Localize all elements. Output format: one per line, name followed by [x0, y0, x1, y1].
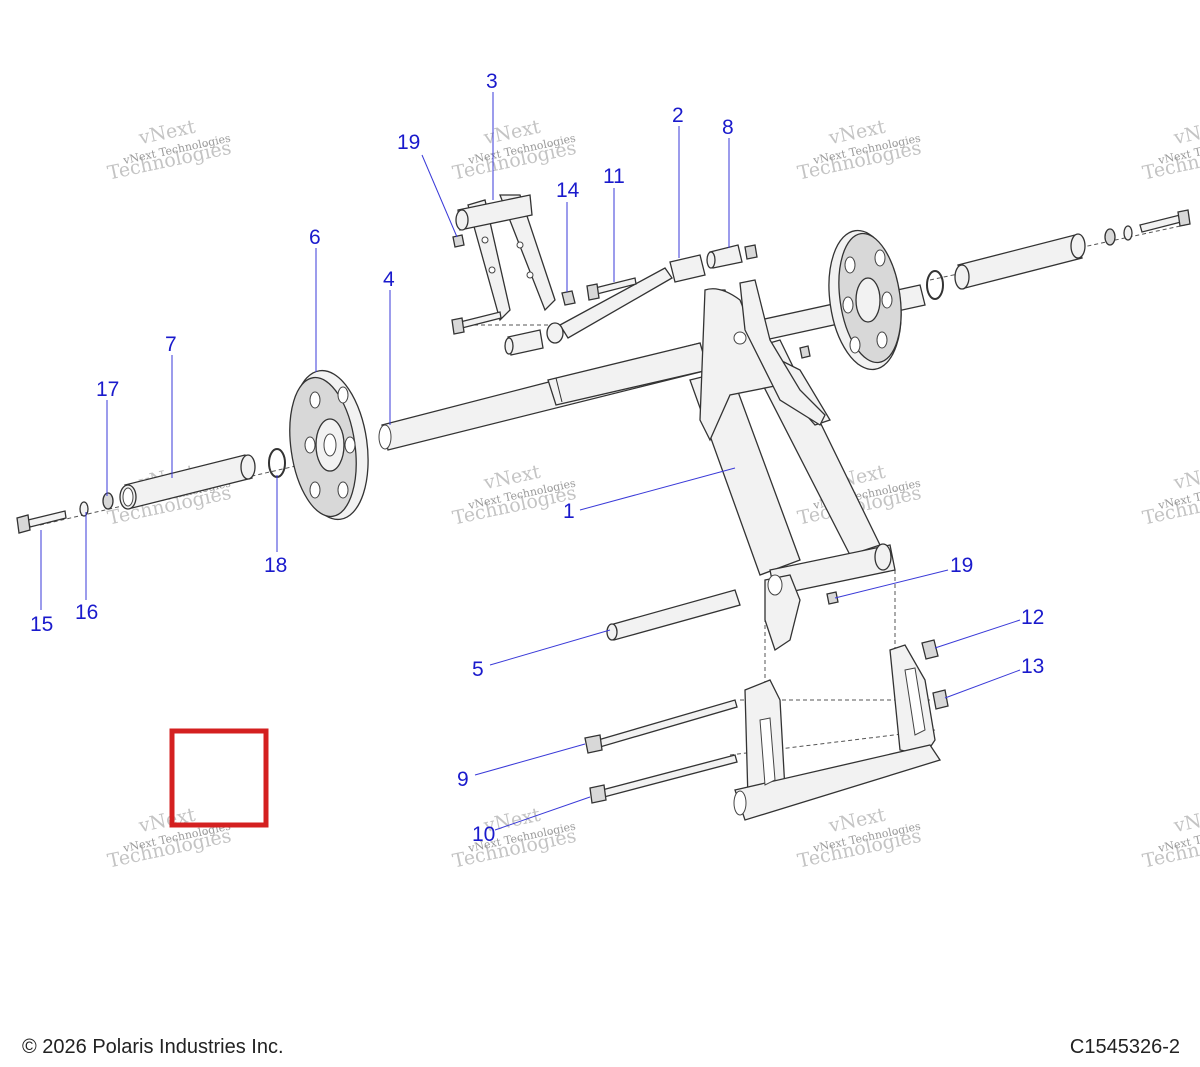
part-spacer-right[interactable] — [954, 233, 1086, 290]
part-lower-bracket[interactable] — [764, 574, 801, 652]
copyright-notice: © 2026 Polaris Industries Inc. — [22, 1036, 284, 1058]
part-wheel-6[interactable] — [282, 366, 378, 525]
highlight-box — [169, 728, 269, 828]
part-nut-12[interactable] — [921, 639, 939, 660]
callout-19-top: 19 — [397, 131, 420, 154]
watermark-text: vNext — [1171, 116, 1200, 150]
watermark-text: vNext — [1171, 461, 1200, 495]
callout-6: 6 — [309, 226, 321, 249]
part-bolt-15[interactable] — [16, 209, 1191, 534]
part-washer-17[interactable] — [102, 228, 1116, 510]
document-id: C1545326-2 — [1069, 1036, 1180, 1058]
part-bolt-9[interactable] — [584, 699, 738, 754]
part-spacer-7[interactable] — [119, 454, 256, 510]
part-nut-19[interactable] — [452, 234, 839, 605]
callout-12: 12 — [1021, 606, 1044, 629]
part-bolt-11[interactable] — [451, 277, 637, 335]
part-swing-arm-1[interactable] — [689, 279, 896, 596]
part-cross-link-2[interactable] — [546, 254, 706, 344]
watermark-text: vNext — [1171, 804, 1200, 838]
callout-13: 13 — [1021, 655, 1044, 678]
part-bushing-8[interactable] — [504, 244, 743, 356]
callout-5: 5 — [472, 658, 484, 681]
part-nut-13[interactable] — [932, 689, 949, 710]
callout-14: 14 — [556, 179, 580, 202]
callout-1: 1 — [563, 500, 575, 523]
callout-17: 17 — [96, 378, 119, 401]
part-nut-14[interactable] — [561, 244, 811, 359]
callout-18: 18 — [264, 554, 287, 577]
part-shaft-5[interactable] — [606, 589, 741, 641]
part-bolt-10[interactable] — [589, 754, 738, 804]
callout-10: 10 — [472, 823, 495, 846]
callout-16: 16 — [75, 601, 98, 624]
part-rear-frame — [733, 644, 942, 821]
part-wheel-right[interactable] — [821, 226, 910, 374]
callout-15: 15 — [30, 613, 53, 636]
callout-19-bottom: 19 — [950, 554, 973, 577]
leader-lines — [40, 92, 1021, 831]
callout-labels: 1 2 3 4 5 6 7 8 9 10 11 12 13 14 15 16 1… — [30, 70, 1044, 846]
callout-2: 2 — [672, 104, 684, 127]
part-link-arm-3[interactable] — [455, 194, 556, 322]
callout-9: 9 — [457, 768, 469, 791]
callout-7: 7 — [165, 333, 177, 356]
callout-8: 8 — [722, 116, 734, 139]
callout-11: 11 — [603, 165, 625, 188]
callout-3: 3 — [486, 70, 498, 93]
part-axle-4[interactable] — [378, 342, 709, 451]
callout-4: 4 — [383, 268, 395, 291]
